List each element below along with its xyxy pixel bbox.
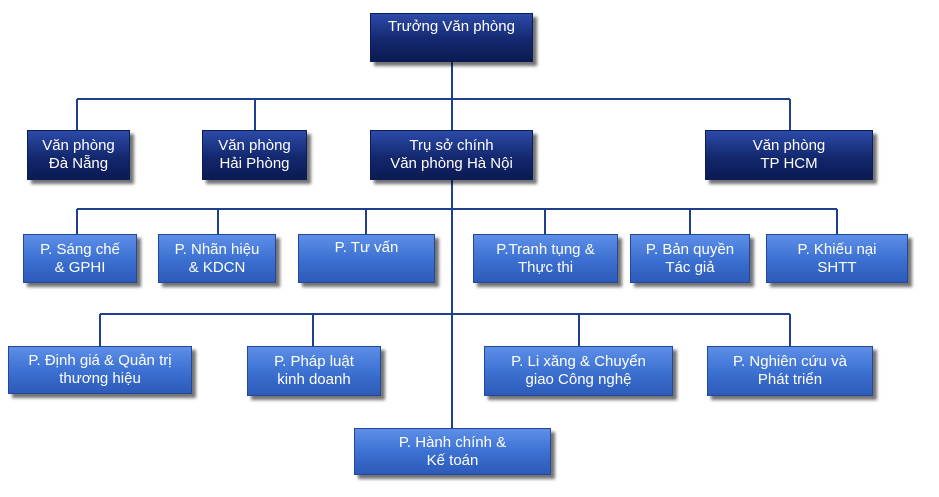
branch-da-nang-label: Văn phòng Đà Nẵng xyxy=(42,137,115,172)
branch-da-nang-box: Văn phòng Đà Nẵng xyxy=(27,130,130,180)
dept-research-label: P. Nghiên cứu và Phát triển xyxy=(732,353,847,388)
head-office-box: Trưởng Văn phòng xyxy=(370,13,533,62)
dept-copyright-label: P. Bản quyền Tác giả xyxy=(645,240,735,276)
branch-ha-noi-label: Trụ sở chính Văn phòng Hà Nội xyxy=(390,137,513,172)
dept-consulting-label: P. Tư vấn xyxy=(334,239,399,256)
branch-hai-phong-box: Văn phòng Hải Phòng xyxy=(202,130,307,180)
dept-admin-accounting-label: P. Hành chính & Kế toán xyxy=(398,433,507,469)
branch-hcm-label: Văn phòng TP HCM xyxy=(752,137,826,172)
branch-hai-phong-label: Văn phòng Hải Phòng xyxy=(218,137,291,172)
dept-licensing-box: P. Li xăng & Chuyển giao Công nghệ xyxy=(484,346,673,396)
dept-trademark-box: P. Nhãn hiệu & KDCN xyxy=(158,234,276,283)
dept-litigation-label: P.Tranh tụng & Thực thi xyxy=(496,240,595,276)
branch-hcm-box: Văn phòng TP HCM xyxy=(705,130,873,180)
dept-business-law-box: P. Pháp luật kinh doanh xyxy=(247,346,381,396)
branch-ha-noi-box: Trụ sở chính Văn phòng Hà Nội xyxy=(370,130,533,180)
dept-patent-label: P. Sáng chế & GPHI xyxy=(40,240,120,276)
dept-admin-accounting-box: P. Hành chính & Kế toán xyxy=(354,428,551,475)
dept-brand-valuation-box: P. Định giá & Quản trị thương hiệu xyxy=(8,346,192,394)
dept-copyright-box: P. Bản quyền Tác giả xyxy=(630,234,750,283)
head-office-label: Trưởng Văn phòng xyxy=(388,18,515,35)
dept-brand-valuation-label: P. Định giá & Quản trị thương hiệu xyxy=(28,352,172,387)
dept-business-law-label: P. Pháp luật kinh doanh xyxy=(274,353,354,388)
dept-research-box: P. Nghiên cứu và Phát triển xyxy=(707,346,873,396)
dept-complaints-label: P. Khiếu nại SHTT xyxy=(797,240,877,276)
dept-licensing-label: P. Li xăng & Chuyển giao Công nghệ xyxy=(511,353,646,388)
dept-consulting-box: P. Tư vấn xyxy=(298,234,435,283)
dept-trademark-label: P. Nhãn hiệu & KDCN xyxy=(174,240,260,276)
dept-patent-box: P. Sáng chế & GPHI xyxy=(23,234,137,283)
dept-litigation-box: P.Tranh tụng & Thực thi xyxy=(473,234,618,283)
dept-complaints-box: P. Khiếu nại SHTT xyxy=(766,234,908,283)
